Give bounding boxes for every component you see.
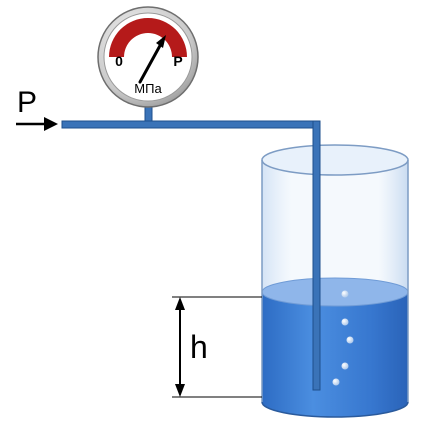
pipe-horizontal (61, 120, 321, 129)
gauge-needle (138, 40, 164, 84)
pipe-vertical (312, 120, 321, 391)
gauge-needle-tip (156, 35, 166, 48)
bubble (341, 290, 349, 298)
pressure-label: P (17, 86, 37, 119)
cylinder (261, 144, 409, 418)
height-dimension: h (172, 296, 262, 398)
gauge-scale-arc (109, 18, 187, 57)
bubble (346, 336, 354, 344)
gauge-max-label: P (173, 53, 182, 69)
gauge-min-label: 0 (115, 53, 123, 69)
pressure-input: P (16, 86, 58, 131)
water-body (262, 292, 408, 417)
bubbles (332, 290, 354, 386)
pipe (61, 103, 321, 391)
gauge-unit-label: МПа (134, 81, 162, 96)
bubble (332, 378, 340, 386)
pressure-arrow-head (44, 117, 58, 131)
water-surface (261, 277, 409, 307)
cylinder-bottom-rim (261, 401, 409, 418)
height-label: h (190, 329, 208, 365)
height-arrow-bottom (175, 384, 185, 397)
height-arrow-top (175, 297, 185, 310)
pressure-gauge: 0 P МПа (97, 6, 199, 108)
cylinder-top-rim (261, 144, 409, 176)
bubble (341, 318, 349, 326)
bubble (341, 362, 349, 370)
